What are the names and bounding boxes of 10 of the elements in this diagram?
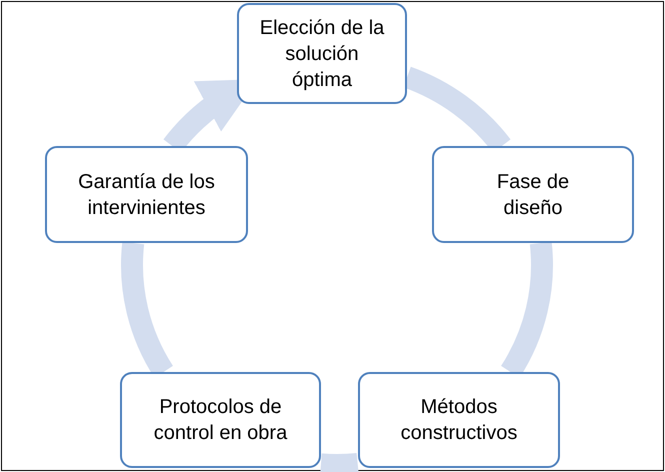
process-box xyxy=(120,372,321,468)
process-box xyxy=(358,372,560,468)
node-label: Elección de la solución óptima xyxy=(258,16,386,92)
process-box xyxy=(237,3,407,104)
process-box xyxy=(45,146,248,243)
node-label: Protocolos de control en obra xyxy=(152,395,288,446)
node-label: Fase de diseño xyxy=(496,170,570,220)
process-box xyxy=(432,146,634,243)
node-label: Garantía de los intervinientes xyxy=(77,170,216,220)
node-label: Métodos constructivos xyxy=(400,395,518,446)
